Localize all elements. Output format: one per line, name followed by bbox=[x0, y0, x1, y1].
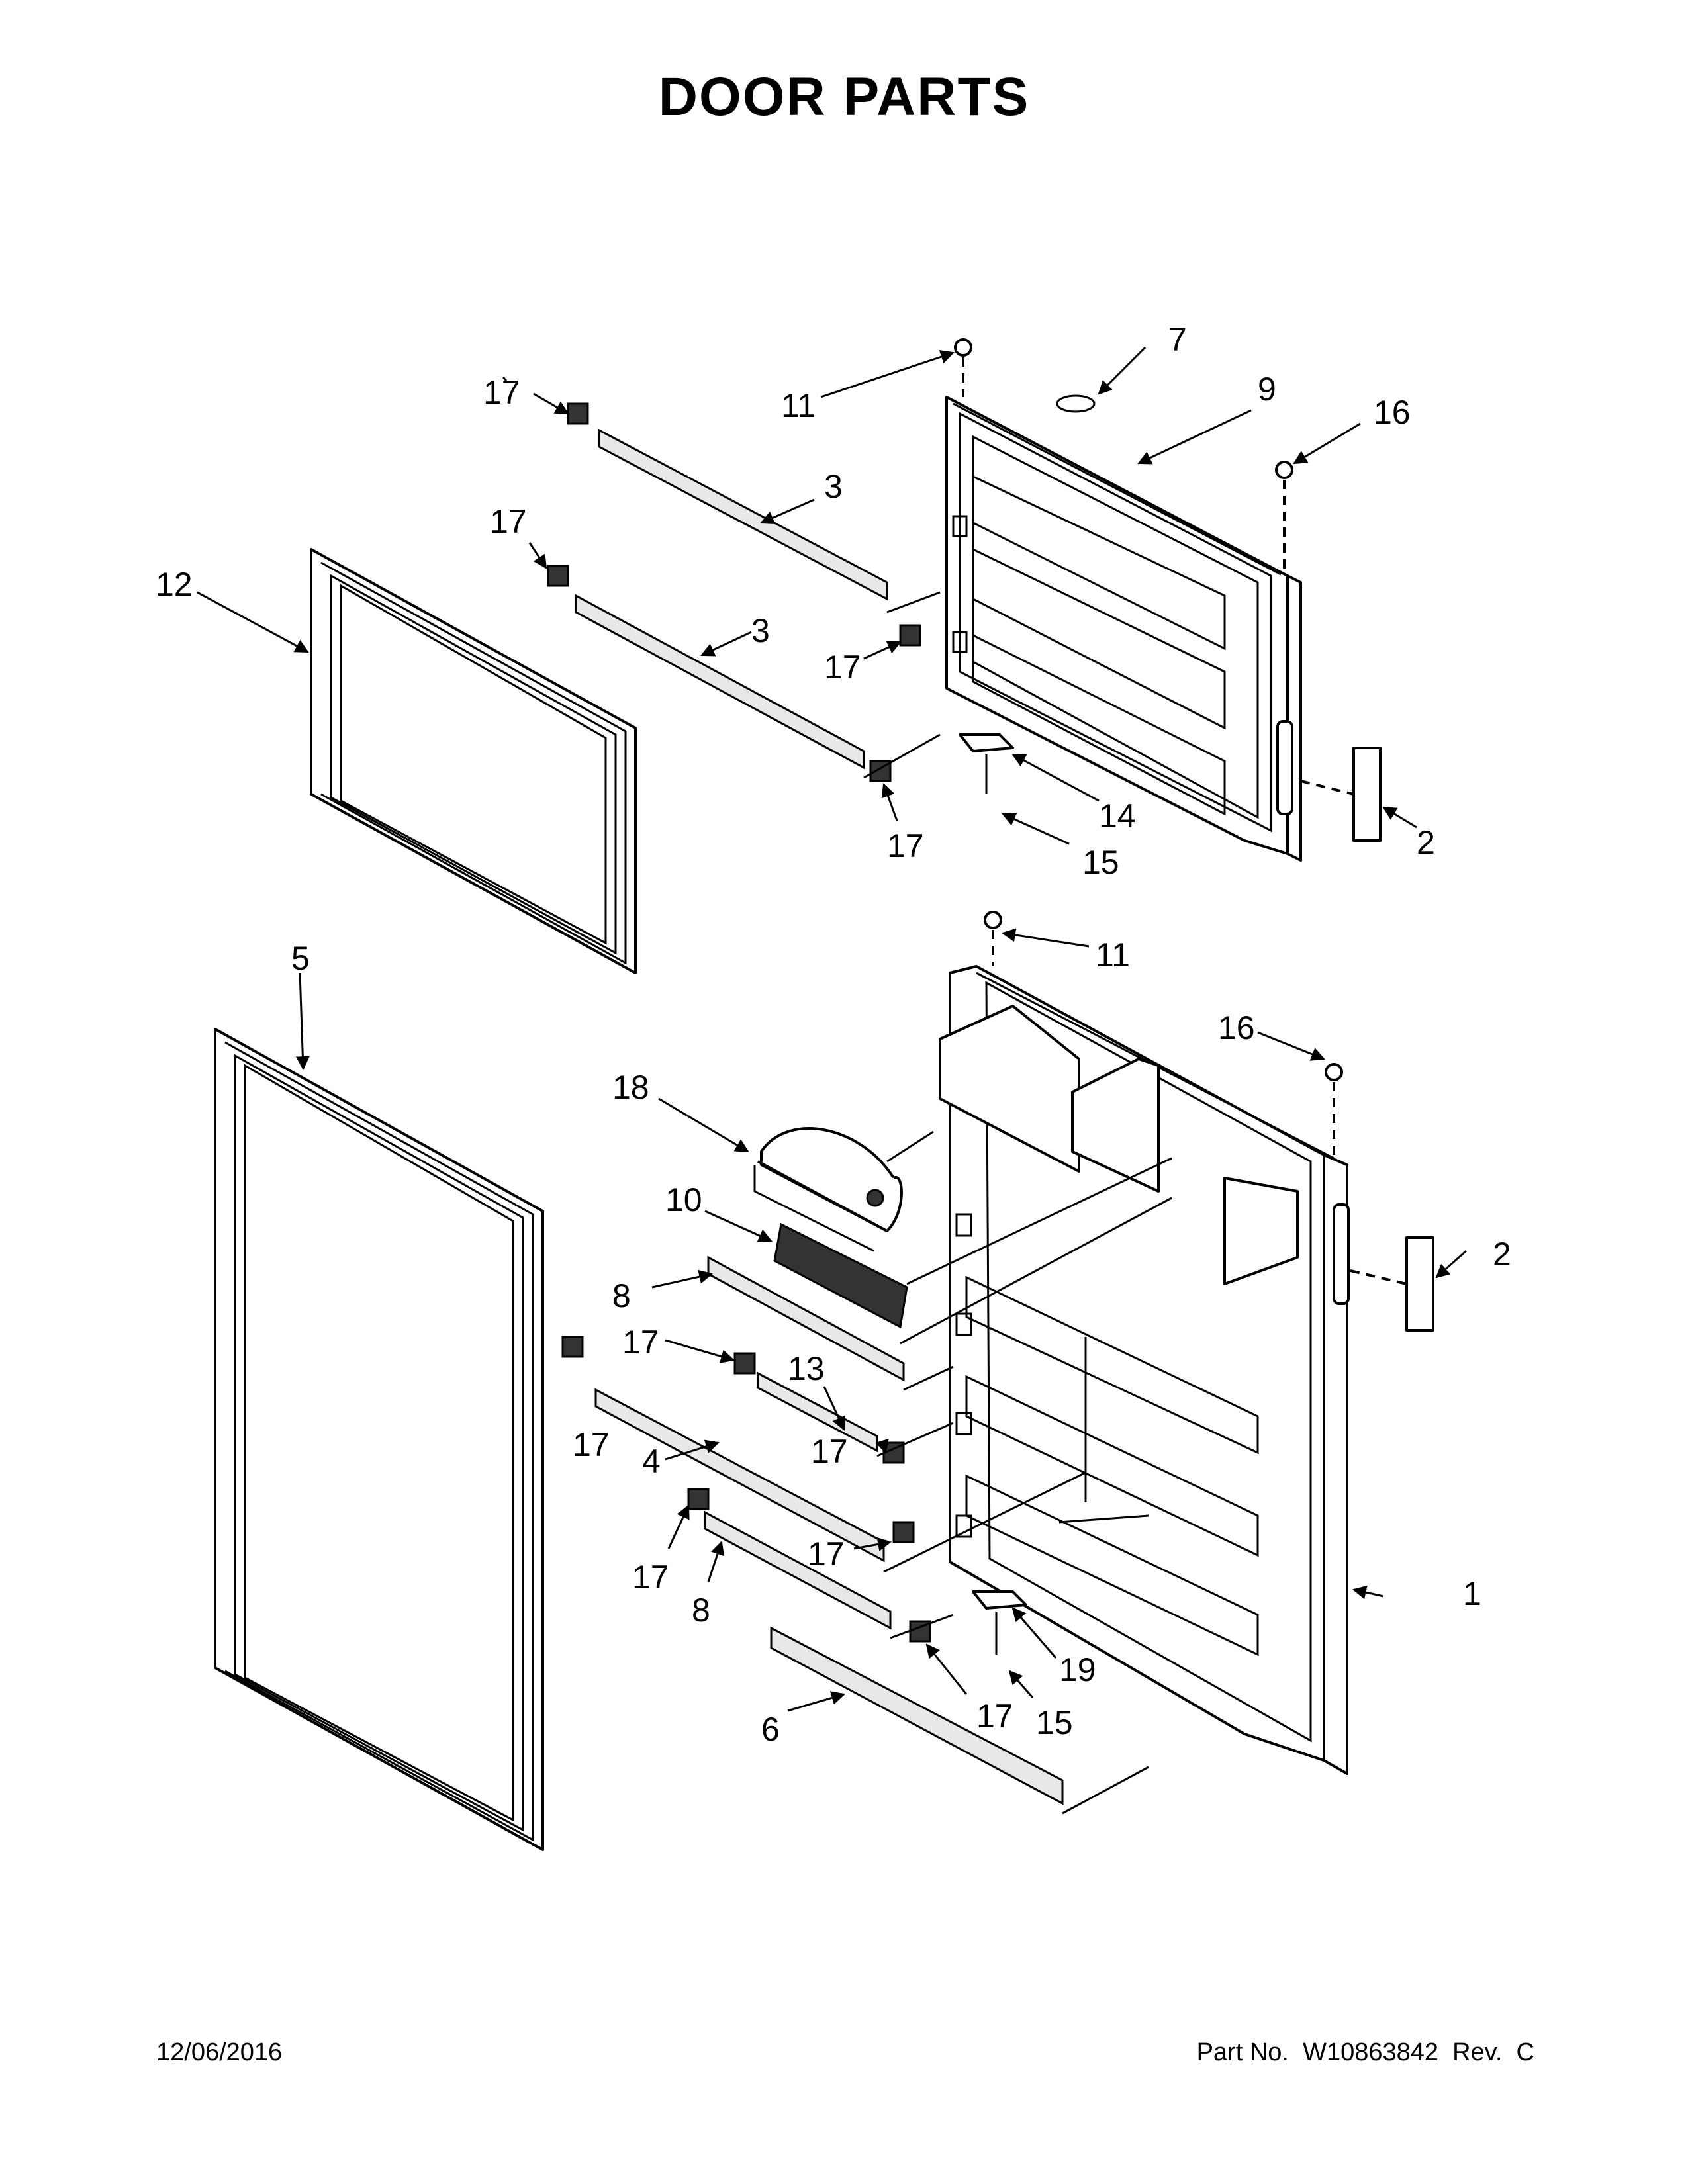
freezer-gasket bbox=[310, 548, 637, 974]
door-plugs-and-clips bbox=[547, 338, 1343, 1643]
dairy-bin bbox=[773, 1222, 908, 1329]
callout-2: 2 bbox=[1493, 1236, 1511, 1273]
door-handles bbox=[1352, 747, 1434, 1332]
callout-17: 17 bbox=[976, 1698, 1013, 1735]
callout-14: 14 bbox=[1099, 797, 1136, 835]
freezer-door bbox=[945, 396, 1302, 862]
callout-10: 10 bbox=[665, 1181, 702, 1218]
callout-15: 15 bbox=[1036, 1704, 1073, 1741]
callout-3: 3 bbox=[751, 612, 770, 649]
freezer-hinge-plate bbox=[959, 733, 1014, 794]
freezer-shelf-bar-lower bbox=[575, 594, 865, 770]
callout-8: 8 bbox=[612, 1277, 631, 1314]
callout-19: 19 bbox=[1059, 1651, 1096, 1688]
callout-4: 4 bbox=[642, 1443, 661, 1480]
callout-6: 6 bbox=[761, 1711, 780, 1748]
callout-17: 17 bbox=[887, 827, 924, 864]
callout-2: 2 bbox=[1417, 824, 1435, 861]
footer-date: 12/06/2016 bbox=[156, 2038, 283, 2066]
door-bar-8-lower bbox=[704, 1510, 892, 1630]
refrigerator-hinge-plate bbox=[972, 1590, 1027, 1655]
callout-17: 17 bbox=[490, 503, 527, 540]
callout-17: 17 bbox=[811, 1433, 848, 1470]
callout-5: 5 bbox=[291, 940, 310, 977]
alignment-lines bbox=[863, 357, 1407, 1815]
callout-12: 12 bbox=[156, 566, 193, 603]
callout-17: 17 bbox=[632, 1559, 669, 1596]
callout-17: 17 bbox=[483, 374, 520, 411]
page-title: DOOR PARTS bbox=[658, 67, 1030, 127]
callout-18: 18 bbox=[612, 1069, 649, 1106]
callout-11: 11 bbox=[781, 387, 816, 424]
callout-leaders bbox=[197, 346, 1467, 1712]
dairy-door-cover bbox=[753, 1127, 903, 1252]
refrigerator-gasket bbox=[214, 1028, 544, 1851]
door-bar-4 bbox=[594, 1388, 885, 1563]
callout-labels: 1 2 2 3 3 4 5 6 7 8 8 9 10 11 11 12 13 1… bbox=[156, 321, 1511, 1748]
footer-part-number: Part No. W10863842 Rev. C bbox=[1196, 2038, 1534, 2066]
callout-17: 17 bbox=[622, 1324, 659, 1361]
freezer-shelf-bar-upper bbox=[598, 428, 888, 601]
callout-8: 8 bbox=[692, 1592, 710, 1629]
callout-16: 16 bbox=[1374, 394, 1411, 431]
callout-3: 3 bbox=[824, 468, 843, 505]
callout-17: 17 bbox=[808, 1535, 845, 1572]
callout-11: 11 bbox=[1096, 936, 1130, 974]
callout-7: 7 bbox=[1168, 321, 1187, 358]
callout-15: 15 bbox=[1082, 844, 1119, 881]
door-bar-8-upper bbox=[707, 1255, 905, 1382]
callout-17: 17 bbox=[573, 1426, 610, 1463]
refrigerator-door bbox=[939, 965, 1350, 1775]
door-bar-6 bbox=[770, 1626, 1064, 1805]
callout-9: 9 bbox=[1258, 371, 1276, 408]
callout-16: 16 bbox=[1218, 1009, 1255, 1046]
callout-1: 1 bbox=[1463, 1575, 1481, 1612]
callout-17: 17 bbox=[824, 649, 861, 686]
callout-13: 13 bbox=[788, 1350, 825, 1387]
